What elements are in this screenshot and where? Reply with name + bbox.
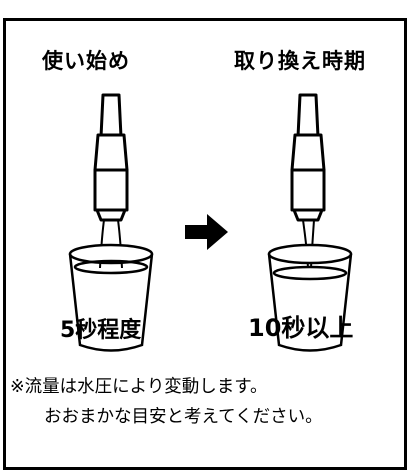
right-arrow-icon	[185, 214, 228, 250]
drinking-glass-icon-replace	[267, 243, 353, 352]
drinking-glass-icon-start	[68, 243, 154, 352]
note-line-1: ※流量は水圧により変動します。	[10, 377, 268, 397]
faucet-spout-icon-start	[93, 93, 129, 222]
label-fill-time-replace: 10秒以上	[248, 314, 354, 342]
label-replacement-time: 取り換え時期	[234, 49, 366, 73]
diagram-frame	[3, 18, 407, 470]
note-line-2: おおまかな目安と考えてください。	[44, 407, 323, 427]
label-fill-time-start: 5秒程度	[60, 318, 142, 343]
label-start-of-use: 使い始め	[42, 49, 130, 73]
faucet-spout-icon-replace	[290, 93, 326, 222]
